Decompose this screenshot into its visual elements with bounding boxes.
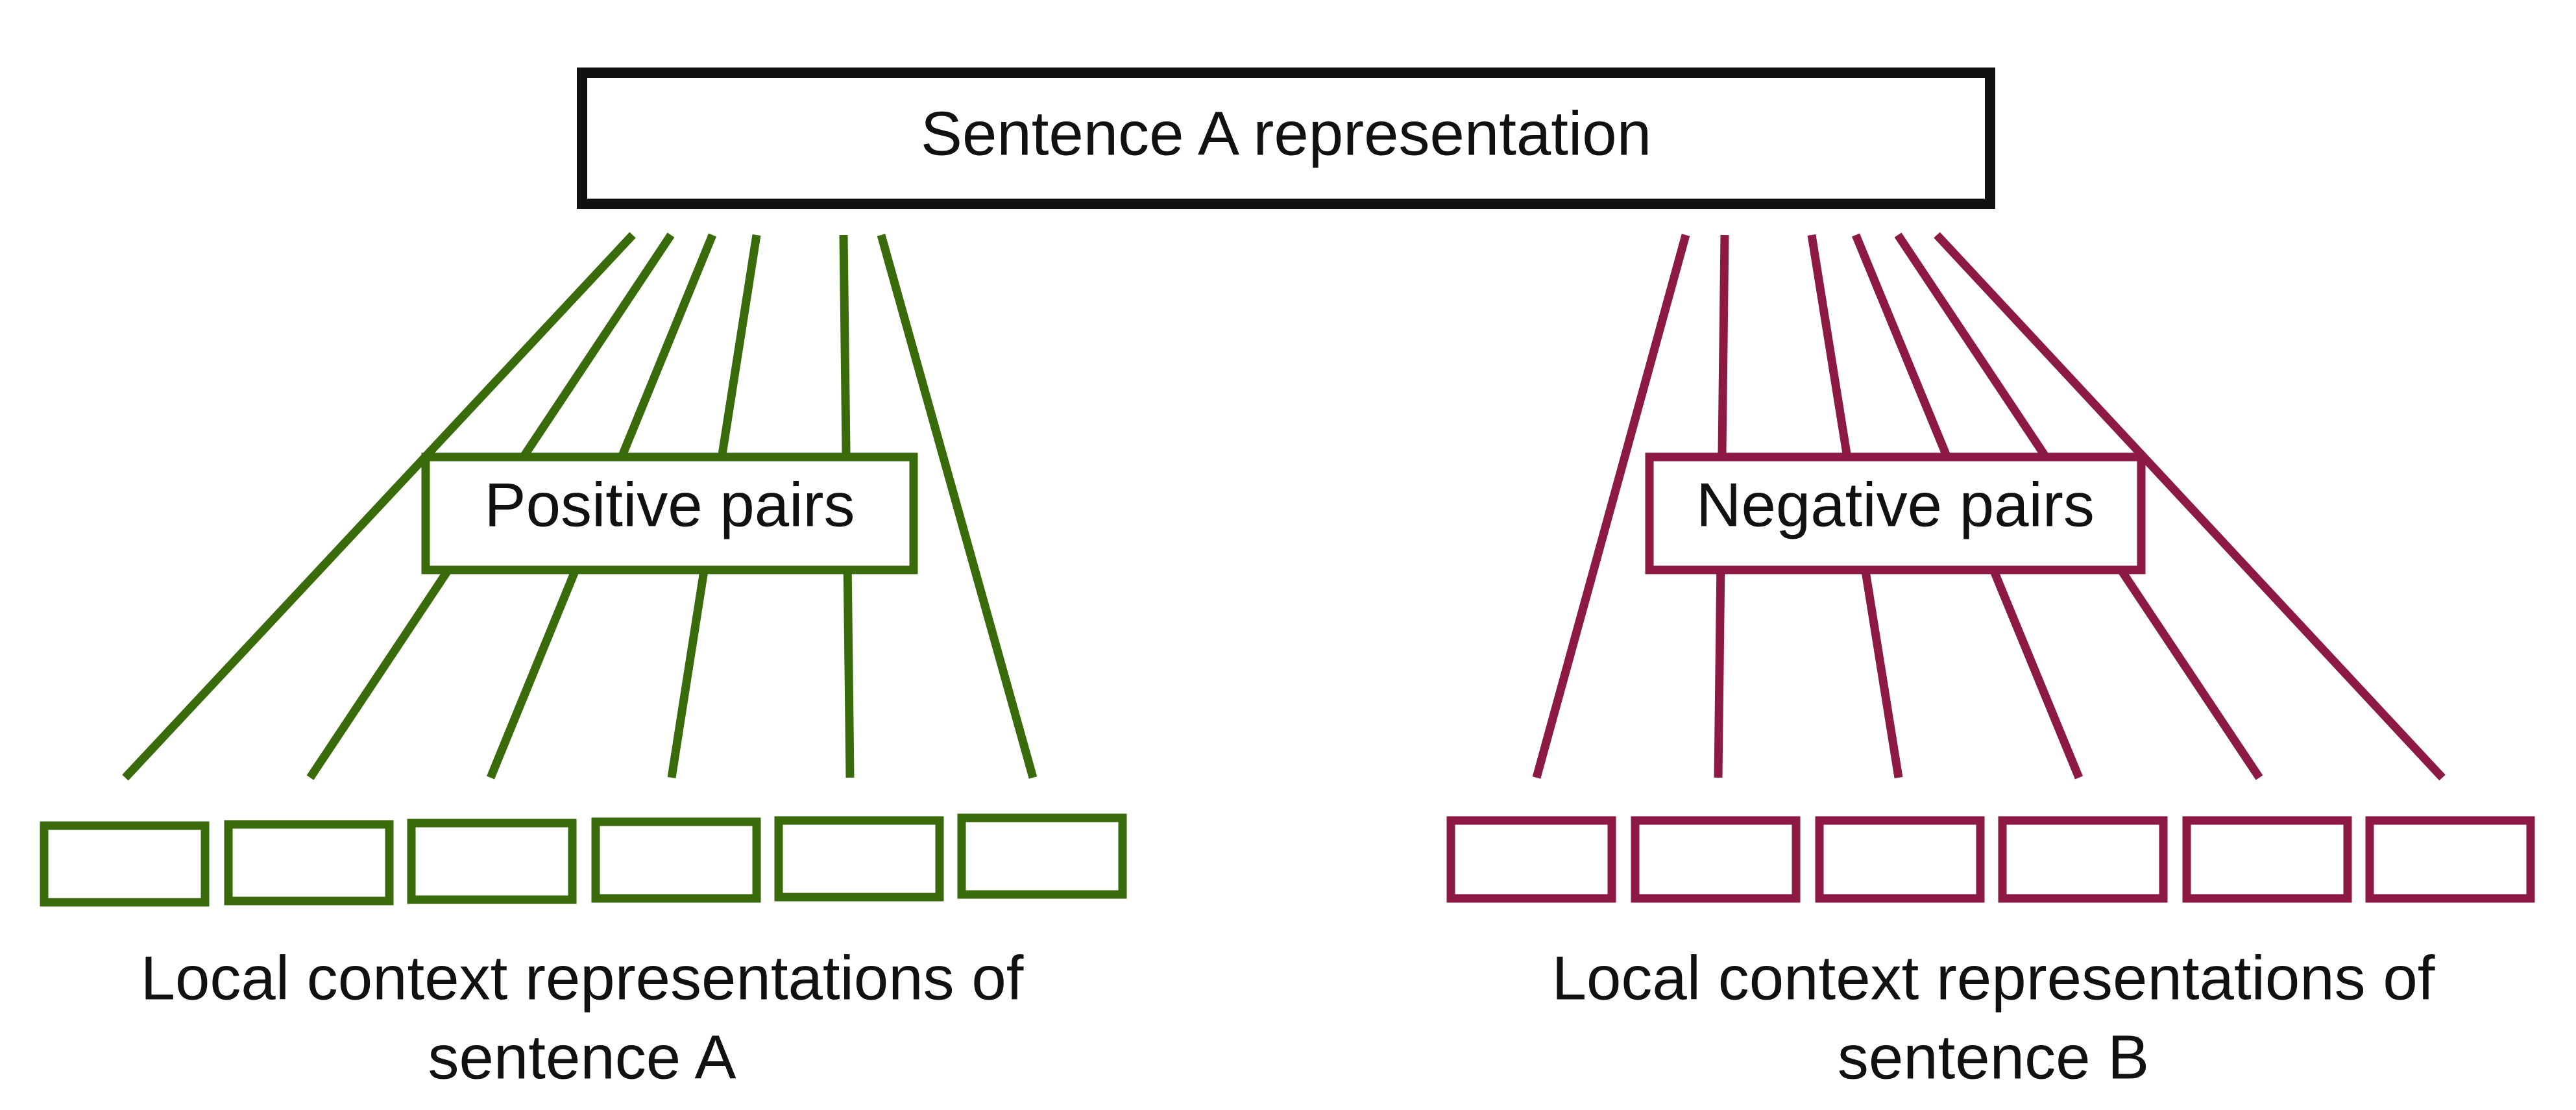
positive-context-box-3 [407,819,577,904]
negative-caption-line-2: sentence B [1838,1022,2149,1092]
negative-context-box-4 [1998,816,2168,903]
positive-caption-line-1: Local context representations of [141,943,1024,1013]
positive-context-box-5 [774,816,944,902]
negative-context-box-6 [2365,816,2535,903]
sentence-a-representation-label: Sentence A representation [921,99,1651,168]
positive-connector-1 [122,232,636,781]
negative-context-box-5 [2182,816,2352,903]
negative-context-box-3 [1815,816,1985,903]
negative-caption-line-1: Local context representations of [1552,943,2435,1013]
positive-context-box-4 [591,817,761,903]
positive-caption-line-2: sentence A [428,1022,736,1092]
positive-context-box-1 [40,821,210,907]
positive-context-boxes [40,813,1127,907]
negative-connector-6 [1934,232,2446,781]
positive-context-box-6 [957,813,1127,899]
negative-context-box-1 [1446,816,1616,903]
negative-pairs-box [1645,452,2146,574]
negative-context-box-2 [1631,816,1801,903]
sentence-a-representation-box [577,68,1995,209]
negative-connector-1 [1532,234,1690,779]
positive-pairs-label: Positive pairs [485,470,855,539]
negative-context-boxes [1446,816,2535,903]
positive-connector-6 [877,234,1038,779]
positive-context-box-2 [224,820,394,906]
positive-pairs-box [421,452,918,574]
negative-pairs-label: Negative pairs [1696,470,2095,539]
